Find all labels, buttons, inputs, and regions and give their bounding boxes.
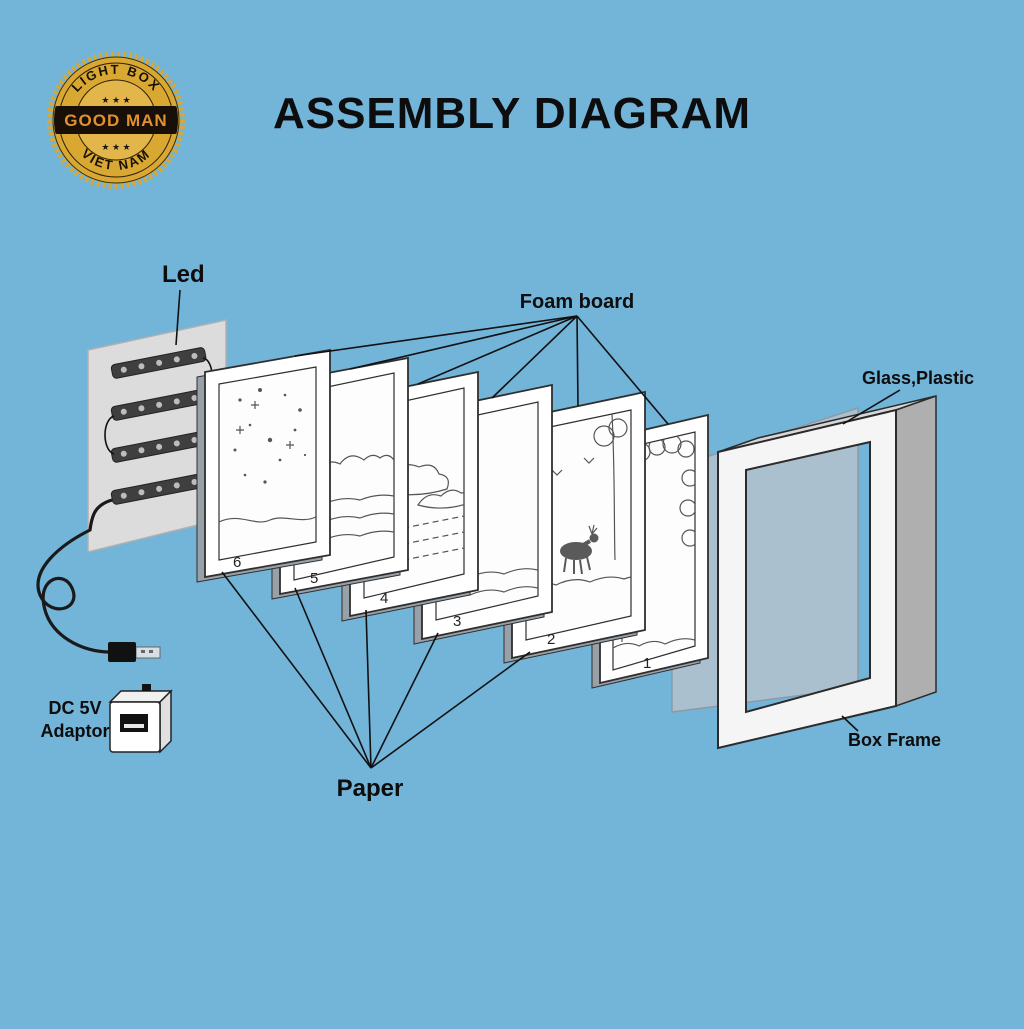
usb-plug-slot: [149, 650, 153, 653]
usb-plug-slot: [141, 650, 145, 653]
box-frame-pointer-line: [841, 715, 859, 732]
cable-wire: [36, 498, 113, 654]
layer-number-3: 3: [453, 613, 461, 630]
paper-pointer-lines: [221, 571, 531, 769]
power-adaptor: [108, 684, 173, 754]
paper-label: Paper: [337, 775, 404, 802]
logo-name-band: [54, 106, 178, 134]
adaptor-label-line2: Adaptor: [41, 721, 110, 741]
layer-number-2: 2: [547, 631, 555, 648]
layer-number-1: 1: [643, 655, 651, 672]
adaptor-usb-tongue: [124, 724, 144, 728]
adaptor-prong: [142, 684, 151, 691]
glass-plastic-label: Glass,Plastic: [862, 368, 974, 388]
layer-number-6: 6: [233, 554, 241, 571]
led-label: Led: [162, 261, 205, 288]
box-frame: [717, 394, 937, 750]
frame-2-art: [526, 413, 631, 589]
adaptor-usb-port: [120, 714, 148, 732]
frame-layer-6: 6: [196, 348, 331, 583]
box-frame-side-face: [895, 394, 937, 708]
layer-number-4: 4: [380, 590, 388, 607]
foam-board-pointer-lines: [294, 315, 669, 425]
page-title: ASSEMBLY DIAGRAM: [273, 89, 751, 138]
usb-plug-body: [108, 642, 136, 662]
adaptor-side-face: [159, 689, 172, 754]
logo-stars-bottom: ★ ★ ★: [101, 142, 130, 152]
adaptor-label-line1: DC 5V: [48, 698, 101, 718]
frame-6-paper: [218, 366, 317, 561]
box-frame-label: Box Frame: [848, 730, 941, 750]
led-panel: [87, 319, 227, 553]
usb-plug-tip: [135, 646, 161, 659]
frame-6-art: [219, 388, 316, 523]
box-frame-front-face: [717, 408, 897, 750]
logo-stars-top: ★ ★ ★: [101, 95, 130, 105]
logo-serrated-edge: [47, 51, 185, 189]
led-strip: [110, 347, 207, 379]
brand-logo: LIGHT BOX VIET NAM ★ ★ ★ GOOD MAN ★ ★ ★: [47, 51, 185, 189]
led-strip: [110, 389, 207, 421]
glass-pointer-line: [842, 389, 901, 425]
layer-number-5: 5: [310, 570, 318, 587]
power-cable: [36, 498, 161, 662]
usb-plug: [108, 642, 161, 662]
led-strip-connector: [104, 415, 115, 455]
logo-name-text: GOOD MAN: [64, 111, 167, 130]
led-pointer-line: [175, 289, 181, 346]
foam-board-label: Foam board: [520, 291, 634, 313]
